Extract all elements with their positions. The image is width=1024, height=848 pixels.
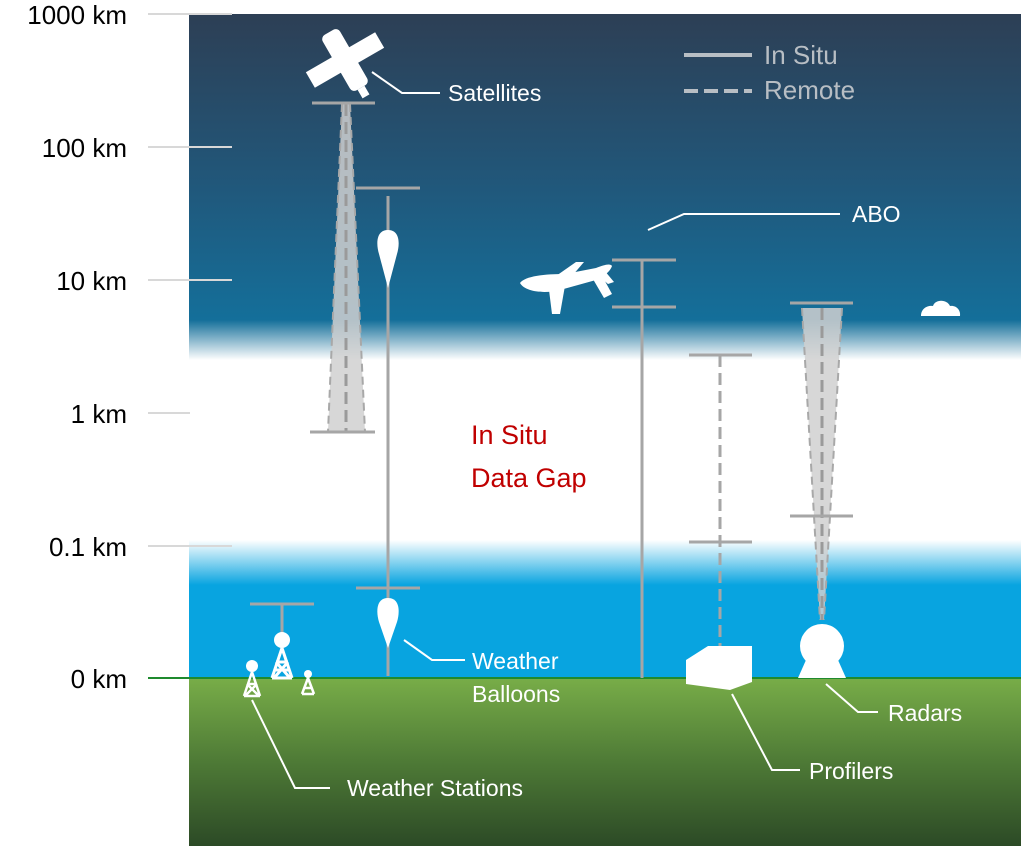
satellite-cone-edge-left bbox=[327, 103, 343, 433]
radars-callout-line bbox=[825, 683, 878, 713]
station-tower-large-icon bbox=[270, 632, 294, 680]
label-1km: 1 km bbox=[71, 399, 127, 429]
legend: In Situ Remote bbox=[684, 40, 855, 105]
stations-label: Weather Stations bbox=[347, 775, 523, 801]
data-gap-text: In Situ Data Gap bbox=[471, 420, 587, 493]
radars-label: Radars bbox=[888, 700, 962, 726]
station-tower-small-icon bbox=[242, 660, 262, 698]
balloons-label-line1: Weather bbox=[472, 648, 559, 674]
label-1000km: 1000 km bbox=[27, 0, 127, 30]
satellite-cone-edge-right bbox=[349, 103, 366, 433]
legend-remote-label: Remote bbox=[764, 75, 855, 105]
lower-sky-fade bbox=[189, 540, 1021, 585]
radar-cone-edge-right bbox=[823, 307, 843, 621]
lower-sky bbox=[189, 585, 1021, 678]
airplane-icon bbox=[520, 262, 614, 314]
cloud-icon bbox=[921, 300, 961, 316]
label-0.1km: 0.1 km bbox=[49, 532, 127, 562]
label-0km: 0 km bbox=[71, 664, 127, 694]
background bbox=[148, 14, 1021, 846]
balloons-label-line2: Balloons bbox=[472, 681, 560, 707]
satellite-icon bbox=[305, 29, 385, 99]
profilers-label: Profilers bbox=[809, 758, 893, 784]
profiler-icon bbox=[686, 646, 752, 690]
data-gap-band bbox=[189, 360, 1021, 540]
profilers: Profilers bbox=[686, 353, 893, 784]
legend-in-situ-label: In Situ bbox=[764, 40, 838, 70]
weather-balloons: Weather Balloons bbox=[356, 186, 560, 707]
satellites: Satellites bbox=[305, 29, 541, 434]
data-gap-label-line1: In Situ bbox=[471, 420, 548, 450]
upper-sky-fade bbox=[189, 320, 1021, 360]
profilers-callout-line bbox=[731, 693, 800, 771]
satellites-callout-line bbox=[371, 71, 440, 94]
aircraft: ABO bbox=[520, 201, 901, 678]
stations-callout-line bbox=[251, 699, 330, 789]
radars: Radars bbox=[790, 301, 962, 726]
label-100km: 100 km bbox=[42, 133, 127, 163]
abo-label: ABO bbox=[852, 201, 901, 227]
ground bbox=[189, 678, 1021, 846]
balloon-lower-icon bbox=[377, 598, 399, 648]
balloon-upper-icon bbox=[377, 230, 399, 288]
satellites-label: Satellites bbox=[448, 80, 541, 106]
label-10km: 10 km bbox=[56, 266, 127, 296]
weather-stations: Weather Stations bbox=[242, 602, 523, 801]
radar-dome-icon bbox=[798, 624, 846, 678]
radar-cone-edge-left bbox=[801, 307, 821, 621]
balloons-callout-line bbox=[403, 639, 465, 661]
altitude-axis: 1000 km 100 km 10 km 1 km 0.1 km 0 km bbox=[27, 0, 232, 694]
abo-callout-line bbox=[647, 213, 840, 231]
data-gap-label-line2: Data Gap bbox=[471, 463, 587, 493]
station-tower-tiny-icon bbox=[300, 670, 316, 696]
